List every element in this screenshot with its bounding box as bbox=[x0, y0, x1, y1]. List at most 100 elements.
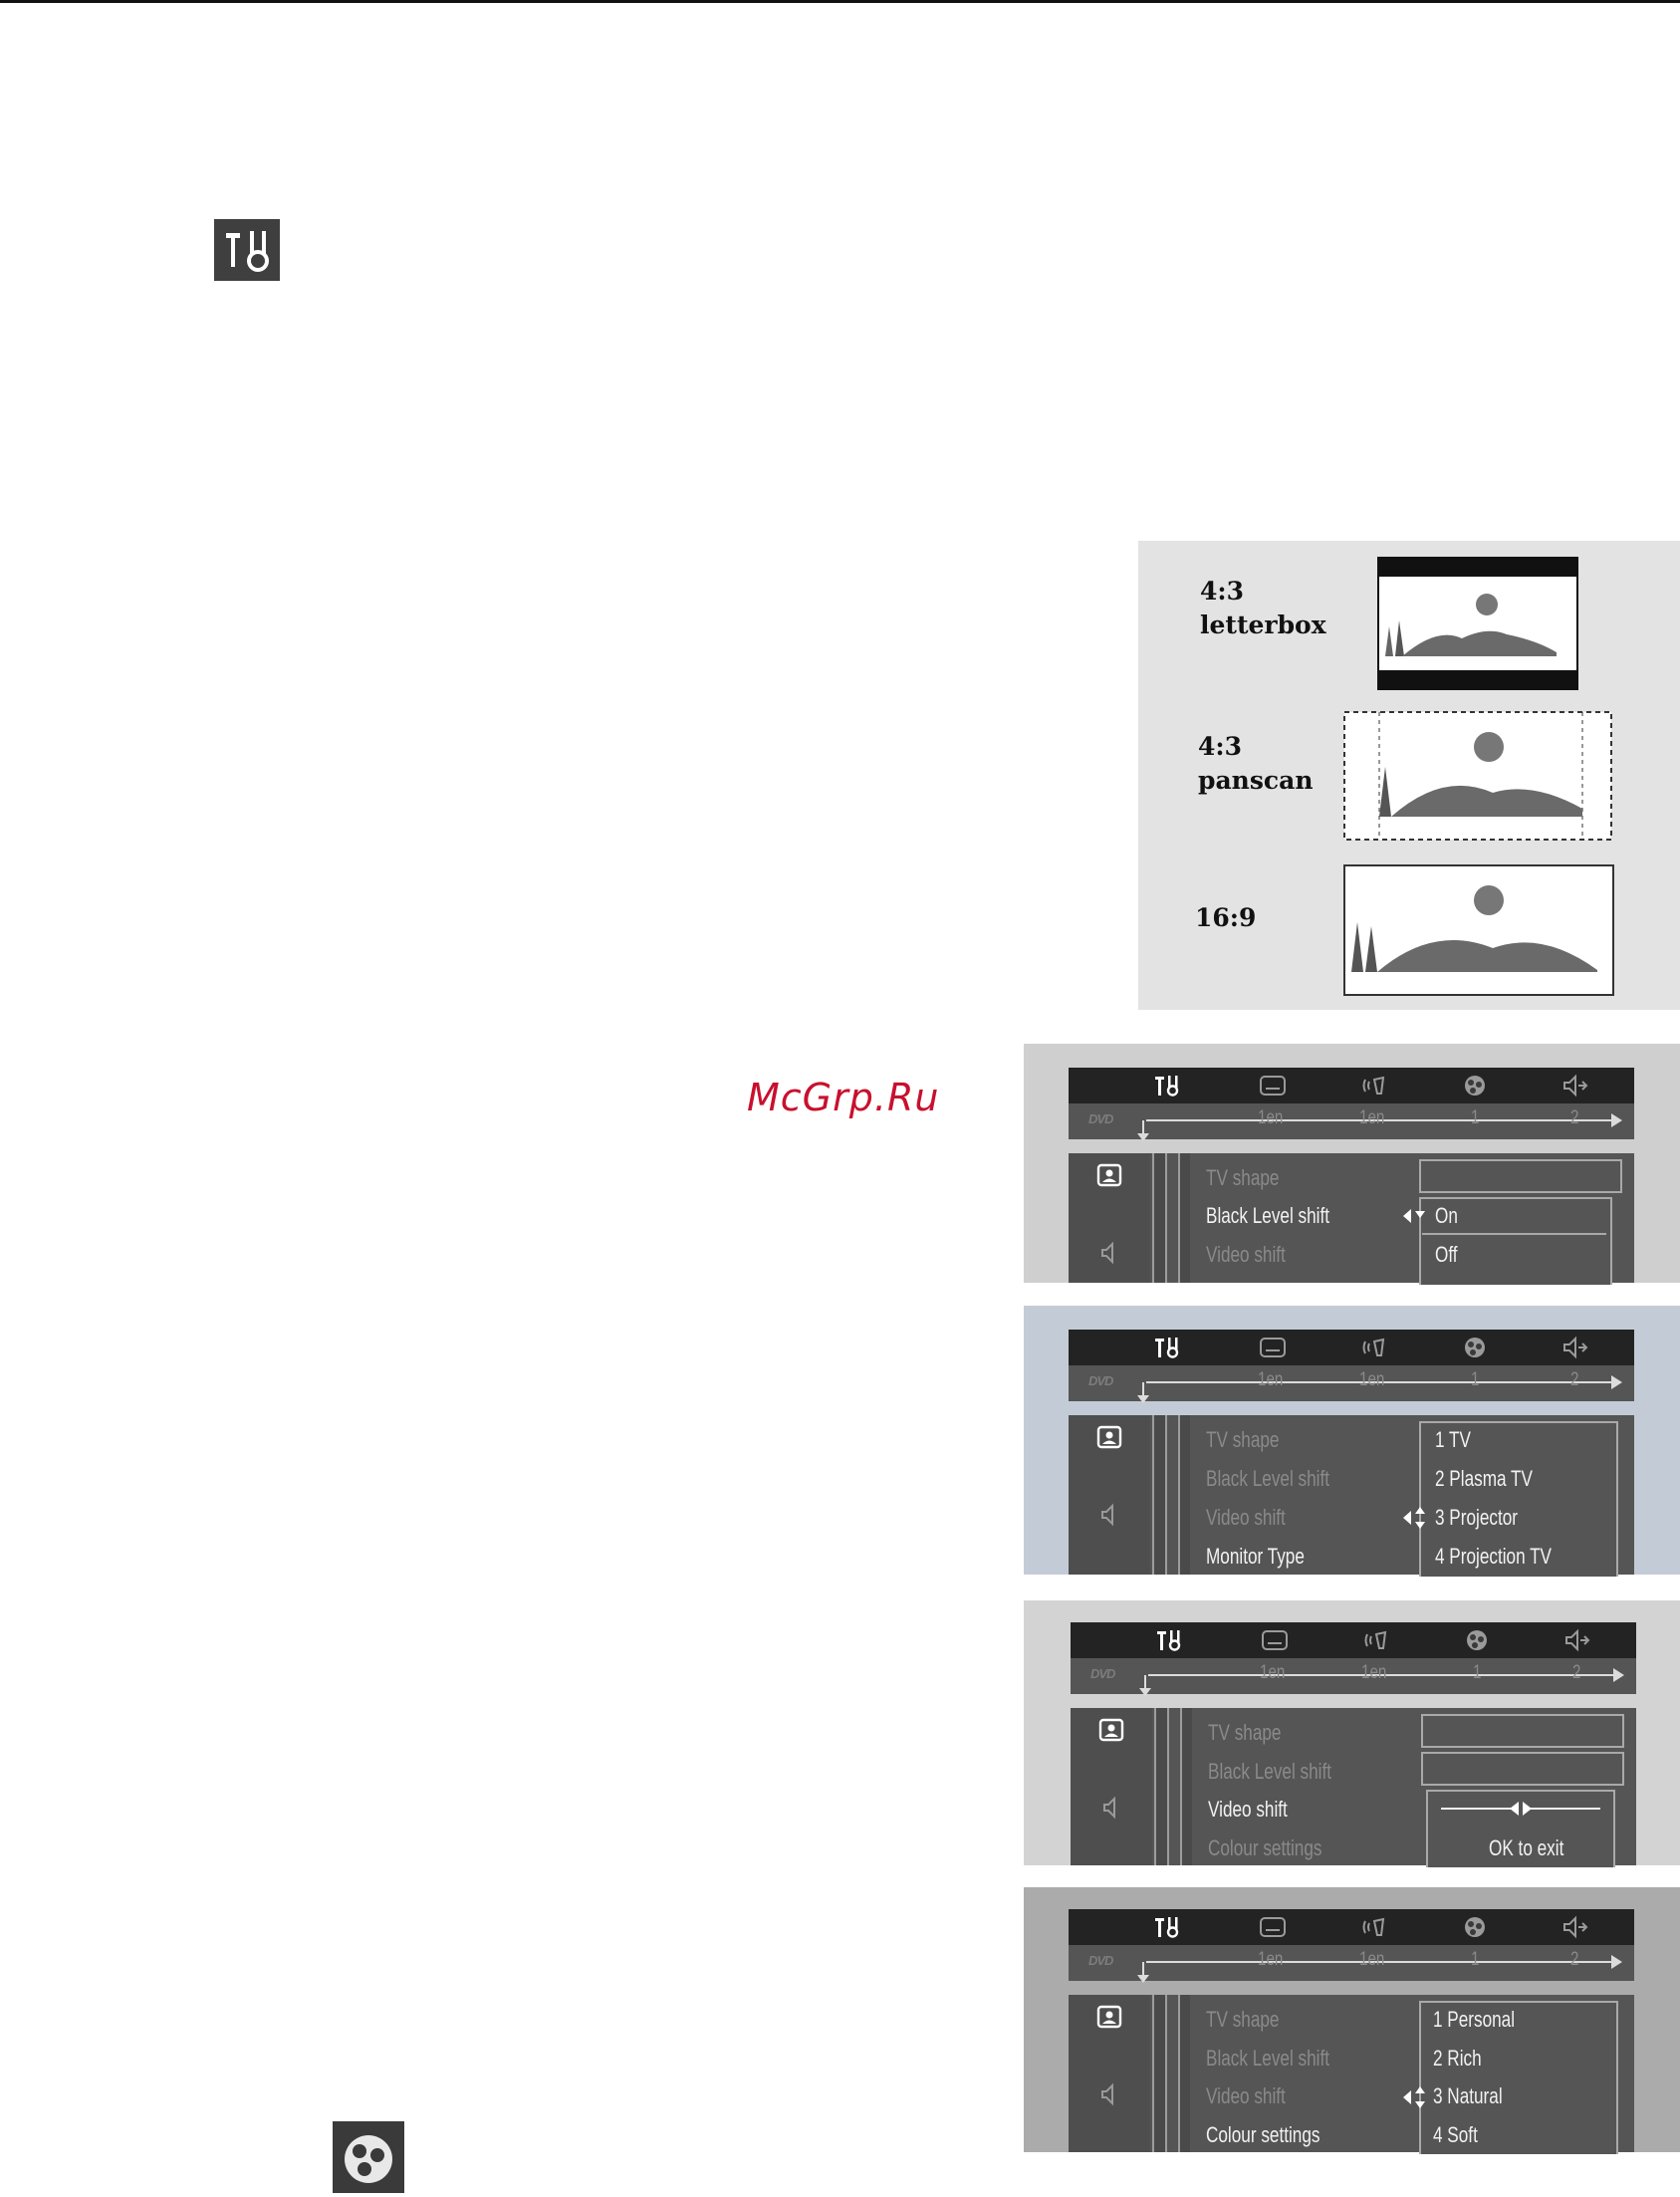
separator bbox=[1152, 1995, 1167, 2152]
option-personal[interactable]: 1 Personal bbox=[1433, 2007, 1516, 2032]
setup-icon[interactable] bbox=[1153, 1334, 1183, 1361]
option-list bbox=[1419, 1421, 1618, 1577]
tab-value-colour: 1 bbox=[1471, 1949, 1480, 1970]
dvd-logo: DVD bbox=[1088, 1373, 1113, 1388]
osd-panel-video-shift: DVD 1en 1en 1 2 TV shape Black Level shi… bbox=[1024, 1600, 1680, 1867]
option-list bbox=[1419, 2001, 1618, 2154]
side-column bbox=[1069, 1995, 1150, 2152]
tab-value-audio: 1en bbox=[1359, 1949, 1385, 1970]
picture-icon[interactable] bbox=[1096, 1716, 1126, 1744]
option-off[interactable]: Off bbox=[1435, 1242, 1458, 1267]
menu-item-video-shift[interactable]: Video shift bbox=[1206, 2083, 1286, 2108]
menu-item-monitor-type[interactable]: Monitor Type bbox=[1206, 1544, 1305, 1569]
subtitle-icon[interactable] bbox=[1258, 1072, 1288, 1099]
setup-icon[interactable] bbox=[1153, 1072, 1183, 1099]
side-column bbox=[1071, 1708, 1152, 1865]
panscan-picture bbox=[1343, 711, 1612, 841]
osd-menu-area: TV shape Black Level shift Video shift M… bbox=[1069, 1415, 1634, 1577]
timeline-arrow-icon bbox=[1611, 1113, 1622, 1127]
timeline-marker-icon bbox=[1139, 1688, 1151, 1696]
option-rich[interactable]: 2 Rich bbox=[1433, 2046, 1482, 2071]
audio-language-icon[interactable] bbox=[1361, 1626, 1391, 1654]
sound-icon[interactable] bbox=[1094, 1501, 1124, 1529]
menu-item-tv-shape[interactable]: TV shape bbox=[1208, 1720, 1282, 1745]
sound-icon[interactable] bbox=[1094, 2080, 1124, 2108]
audio-language-icon[interactable] bbox=[1359, 1913, 1389, 1941]
picture-icon[interactable] bbox=[1094, 1423, 1124, 1451]
osd-tab-bar bbox=[1069, 1103, 1634, 1139]
speaker-icon[interactable] bbox=[1561, 1626, 1591, 1654]
audio-language-icon[interactable] bbox=[1359, 1072, 1389, 1099]
tv-shape-value-box bbox=[1421, 1714, 1624, 1748]
menu-item-black-level-shift[interactable]: Black Level shift bbox=[1206, 2046, 1329, 2071]
menu-item-tv-shape[interactable]: TV shape bbox=[1206, 1165, 1280, 1190]
option-plasma-tv[interactable]: 2 Plasma TV bbox=[1435, 1466, 1533, 1491]
menu-item-tv-shape[interactable]: TV shape bbox=[1206, 1427, 1280, 1452]
tab-value-audio: 1en bbox=[1359, 1107, 1385, 1128]
speaker-icon[interactable] bbox=[1560, 1072, 1589, 1099]
menu-item-video-shift[interactable]: Video shift bbox=[1208, 1797, 1288, 1822]
separator bbox=[1178, 1415, 1190, 1575]
watermark: McGrp.Ru bbox=[747, 1076, 940, 1119]
setup-icon[interactable] bbox=[1155, 1626, 1185, 1654]
option-soft[interactable]: 4 Soft bbox=[1433, 2122, 1478, 2147]
separator bbox=[1178, 1153, 1190, 1283]
menu-item-colour-settings[interactable]: Colour settings bbox=[1206, 2122, 1320, 2147]
option-on[interactable]: On bbox=[1435, 1203, 1458, 1228]
option-projection-tv[interactable]: 4 Projection TV bbox=[1435, 1544, 1553, 1569]
tab-value-subtitle: 1en bbox=[1260, 1662, 1286, 1683]
setup-icon[interactable] bbox=[1153, 1913, 1183, 1941]
osd-icon-bar bbox=[1069, 1330, 1634, 1365]
timeline-marker bbox=[1142, 1382, 1144, 1398]
tab-value-colour: 1 bbox=[1473, 1662, 1482, 1683]
tab-value-subtitle: 1en bbox=[1258, 1369, 1284, 1390]
colour-icon[interactable] bbox=[1462, 1626, 1492, 1654]
separator bbox=[1152, 1415, 1167, 1575]
option-projector[interactable]: 3 Projector bbox=[1435, 1505, 1518, 1530]
separator bbox=[1154, 1708, 1169, 1865]
shape-label-widescreen: 16:9 bbox=[1195, 903, 1257, 932]
shape-label-panscan: 4:3 panscan bbox=[1198, 732, 1314, 795]
ok-to-exit-hint: OK to exit bbox=[1489, 1835, 1564, 1860]
tv-shape-illustration: 4:3 letterbox 4:3 panscan 16:9 bbox=[1138, 541, 1680, 1010]
speaker-icon[interactable] bbox=[1560, 1913, 1589, 1941]
menu-item-colour-settings[interactable]: Colour settings bbox=[1208, 1835, 1322, 1860]
audio-language-icon[interactable] bbox=[1359, 1334, 1389, 1361]
timeline-arrow-icon bbox=[1611, 1955, 1622, 1969]
menu-item-video-shift[interactable]: Video shift bbox=[1206, 1505, 1286, 1530]
option-natural[interactable]: 3 Natural bbox=[1433, 2083, 1503, 2108]
separator bbox=[1180, 1708, 1192, 1865]
osd-icon-bar bbox=[1069, 1068, 1634, 1103]
subtitle-icon[interactable] bbox=[1258, 1334, 1288, 1361]
colour-icon[interactable] bbox=[1460, 1072, 1490, 1099]
dvd-logo: DVD bbox=[1090, 1666, 1115, 1681]
option-tv[interactable]: 1 TV bbox=[1435, 1427, 1471, 1452]
timeline-marker bbox=[1142, 1120, 1144, 1136]
menu-item-black-level-shift[interactable]: Black Level shift bbox=[1208, 1759, 1331, 1784]
shape-label-letterbox: 4:3 letterbox bbox=[1200, 577, 1326, 639]
osd-icon-bar bbox=[1071, 1622, 1636, 1658]
menu-item-black-level-shift[interactable]: Black Level shift bbox=[1206, 1203, 1329, 1228]
slider-handle-icon[interactable] bbox=[1509, 1801, 1533, 1817]
speaker-icon[interactable] bbox=[1560, 1334, 1589, 1361]
menu-item-black-level-shift[interactable]: Black Level shift bbox=[1206, 1466, 1329, 1491]
tab-value-colour: 1 bbox=[1471, 1369, 1480, 1390]
selection-arrows-icon bbox=[1401, 2082, 1427, 2112]
colour-icon[interactable] bbox=[1460, 1334, 1490, 1361]
dvd-logo: DVD bbox=[1088, 1111, 1113, 1126]
selection-arrows-icon bbox=[1401, 1503, 1427, 1533]
picture-icon[interactable] bbox=[1094, 1161, 1124, 1189]
picture-icon[interactable] bbox=[1094, 2003, 1124, 2031]
sound-icon[interactable] bbox=[1096, 1794, 1126, 1822]
black-level-value-box bbox=[1421, 1752, 1624, 1786]
menu-item-tv-shape[interactable]: TV shape bbox=[1206, 2007, 1280, 2032]
menu-item-video-shift[interactable]: Video shift bbox=[1206, 1242, 1286, 1267]
tab-value-speaker: 2 bbox=[1570, 1369, 1579, 1390]
osd-tab-bar bbox=[1069, 1365, 1634, 1401]
subtitle-icon[interactable] bbox=[1258, 1913, 1288, 1941]
timeline-marker-icon bbox=[1137, 1395, 1149, 1403]
dvd-logo: DVD bbox=[1088, 1953, 1113, 1968]
colour-icon[interactable] bbox=[1460, 1913, 1490, 1941]
sound-icon[interactable] bbox=[1094, 1239, 1124, 1267]
subtitle-icon[interactable] bbox=[1260, 1626, 1290, 1654]
